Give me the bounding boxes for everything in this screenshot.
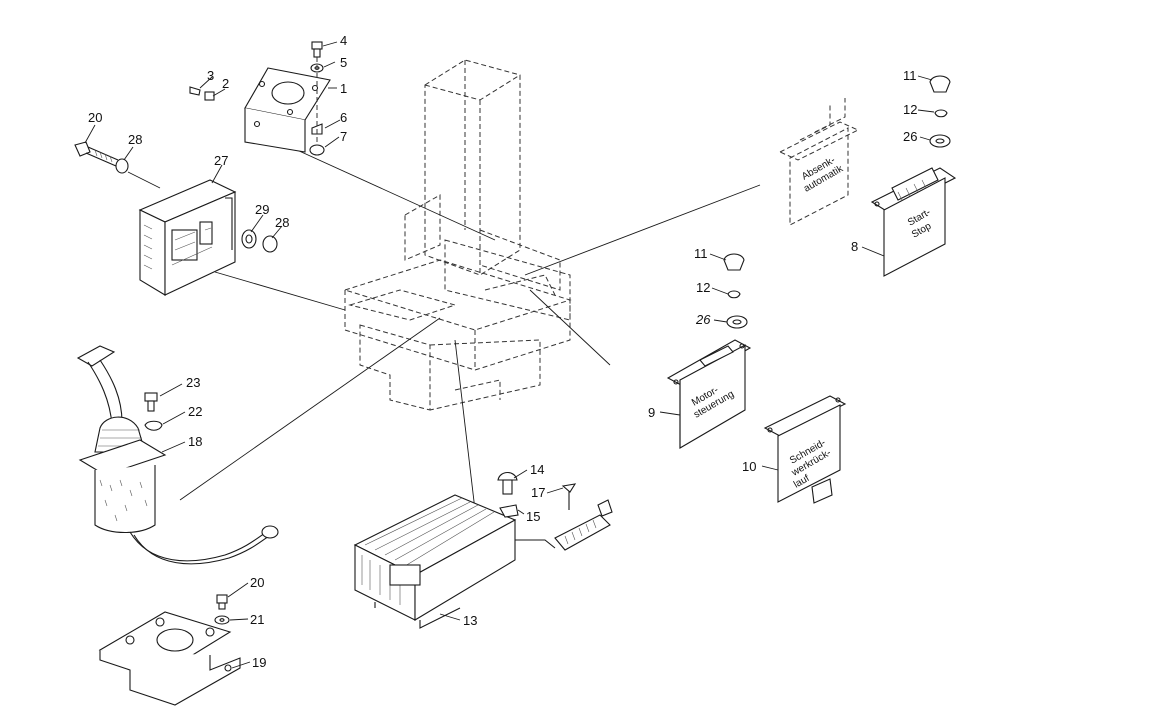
joystick-18 [76,345,279,565]
callout-21: 21 [250,612,264,627]
screw-17 [561,483,577,510]
nut-28-lower [262,235,278,253]
bolt-23 [144,392,158,412]
callout-28-upper: 28 [128,132,142,147]
clip-15 [499,504,519,518]
power-module-13 [353,494,556,629]
callout-26-upper: 26 [903,129,917,144]
washer-22 [144,420,163,431]
callout-1: 1 [340,81,347,96]
nut-2 [204,91,215,101]
callout-12-upper: 12 [903,102,917,117]
callout-26-lower: 26 [695,312,711,327]
seat-console-outline [343,59,572,411]
washer-26-lower [726,315,748,329]
callout-18: 18 [188,434,202,449]
callout-20-upper: 20 [88,110,102,125]
callout-13: 13 [463,613,477,628]
screw-11-lower [723,253,745,271]
nut-28-upper [115,158,129,174]
washer-21 [214,615,230,625]
bolt-20-lower [216,594,228,610]
callout-3: 3 [207,68,214,83]
callout-5: 5 [340,55,347,70]
assembly-leader-lines [179,139,761,511]
motor-control-module-9 [666,339,752,449]
callout-4: 4 [340,33,347,48]
callout-29: 29 [255,202,269,217]
bolt-20 [74,141,119,167]
callout-17: 17 [531,485,545,500]
control-unit-27 [138,179,237,296]
callout-11-lower: 11 [694,246,708,261]
mounting-bracket-1 [244,67,331,153]
washer-26-upper [929,134,951,148]
callout-11-upper: 11 [903,68,917,83]
washer-12-lower [727,290,741,299]
callout-19: 19 [252,655,266,670]
start-stop-module-8 [870,167,957,277]
connector-plug [554,499,613,551]
lowering-automatic-module-outline [778,98,860,226]
callout-9: 9 [648,405,655,420]
callout-8: 8 [851,239,858,254]
nut-7 [309,144,325,156]
callout-15: 15 [526,509,540,524]
callout-7: 7 [340,129,347,144]
callout-20-lower: 20 [250,575,264,590]
callout-2: 2 [222,76,229,91]
callout-27: 27 [214,153,228,168]
callout-28-lower: 28 [275,215,289,230]
callout-14: 14 [530,462,544,477]
screw-14 [497,471,518,495]
screw-3 [189,86,201,96]
washer-12-upper [934,109,948,118]
callout-10: 10 [742,459,756,474]
callout-22: 22 [188,404,202,419]
bracket-19 [98,611,241,706]
screw-11-upper [929,75,951,93]
screw-4 [311,41,323,58]
callout-12-lower: 12 [696,280,710,295]
callout-23: 23 [186,375,200,390]
callout-leaders [84,41,935,669]
washer-29 [241,229,257,249]
cutter-return-module-10 [763,395,847,504]
callout-6: 6 [340,110,347,125]
